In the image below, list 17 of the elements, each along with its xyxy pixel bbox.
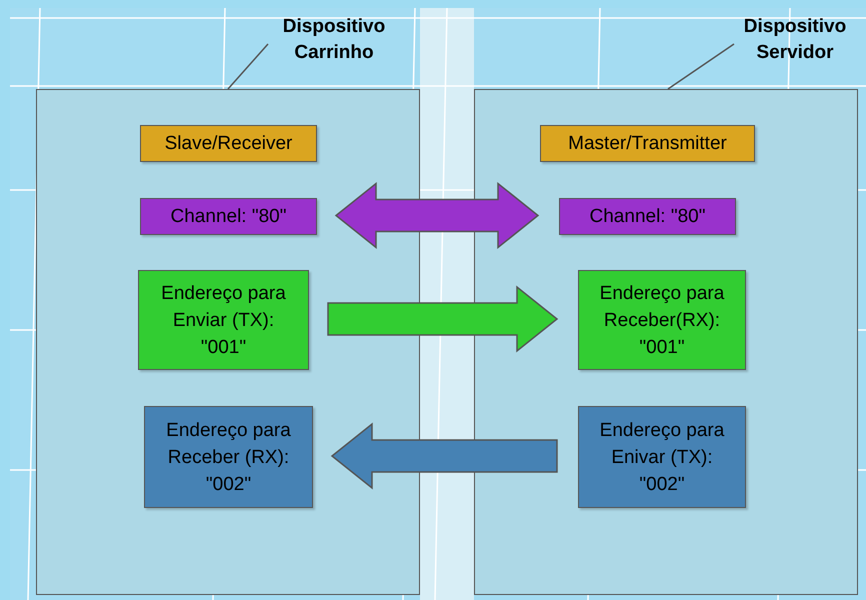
leader-line — [668, 43, 734, 90]
process-box: Endereço para Receber(RX): "001" — [578, 270, 746, 370]
device-panel — [36, 89, 420, 595]
device-title: Dispositivo Carrinho — [262, 14, 406, 66]
block-arrow — [327, 285, 558, 353]
process-box: Channel: "80" — [140, 198, 317, 235]
block-arrow — [334, 182, 540, 250]
process-box: Endereço para Enivar (TX): "002" — [578, 406, 746, 508]
device-title: Dispositivo Servidor — [728, 14, 862, 66]
process-box: Endereço para Receber (RX): "002" — [144, 406, 313, 508]
process-box: Slave/Receiver — [140, 125, 317, 162]
process-box: Endereço para Enviar (TX): "001" — [138, 270, 309, 370]
device-panel — [474, 89, 858, 595]
process-box: Channel: "80" — [559, 198, 736, 235]
leader-line — [227, 44, 269, 90]
block-arrow — [330, 422, 558, 490]
process-box: Master/Transmitter — [540, 125, 755, 162]
